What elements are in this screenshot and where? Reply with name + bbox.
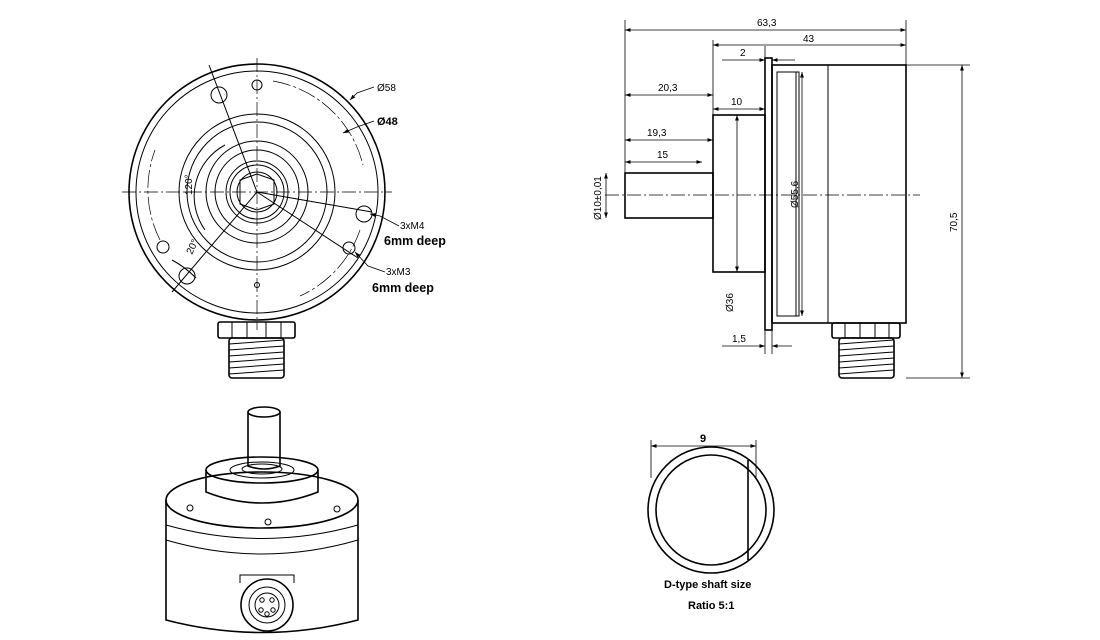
connector-front [217, 321, 296, 379]
dim-body-length-label: 43 [803, 34, 815, 45]
dim-shaft-dia-label: Ø10±0,01 [593, 176, 604, 220]
dim-boss-length-label: 10 [731, 97, 743, 108]
mounting-hole [178, 267, 196, 285]
shaft-section-inner [655, 454, 767, 566]
leader-dia-outer [349, 86, 375, 101]
encoder-3d-illustration [165, 406, 359, 634]
angle-120-label: 120° [184, 174, 195, 195]
dim-shaft-to-body-label: 20,3 [658, 83, 678, 94]
mounting-hole [355, 205, 373, 223]
dim-body-dia-label: Ø55,6 [790, 180, 801, 208]
front-view: 120° 20° Ø58 Ø48 3xM4 6mm deep 3xM3 6mm … [122, 58, 446, 379]
leader-m4 [369, 213, 400, 227]
dim-overall-length-label: 63,3 [757, 18, 777, 29]
dia-outer-label: Ø58 [377, 83, 396, 94]
dim-offset-label: 1,5 [732, 334, 746, 345]
angle-ref-line [208, 64, 258, 193]
pitch-circle-arc [147, 149, 161, 241]
side-view: 63,3 43 2 20,3 10 19,3 15 Ø10±0,01 Ø55,6… [593, 18, 970, 379]
d-shaft-section: 9 D-type shaft size Ratio 5:1 [647, 433, 775, 612]
dim-boss-dia-label: Ø36 [725, 293, 736, 312]
angle-arc-20 [171, 259, 197, 279]
mounting-hole-small [156, 240, 170, 254]
flange-plate [764, 57, 773, 331]
dim-flange-label: 2 [740, 48, 746, 59]
pitch-circle-arc [272, 80, 364, 166]
shaft-flat-width-label: 9 [700, 433, 706, 445]
angle-arc-120 [193, 144, 226, 231]
angle-ref-line [171, 191, 258, 293]
leader-dia-pitch [342, 120, 375, 134]
holes-m3-depth: 6mm deep [372, 281, 434, 295]
holes-m3-label: 3xM3 [386, 267, 411, 278]
dia-pitch-label: Ø48 [377, 116, 398, 128]
body-inner-ring-edge [795, 71, 800, 317]
angle-ref-line [256, 191, 373, 213]
shaft [624, 172, 714, 219]
boss [712, 114, 766, 273]
holes-m4-depth: 6mm deep [384, 234, 446, 248]
dim-shaft-length-label: 19,3 [647, 128, 667, 139]
dim-overall-height-label: 70,5 [949, 212, 960, 232]
shaft-caption: D-type shaft size [664, 579, 751, 591]
connector-side [831, 322, 901, 379]
shaft-section-outer [647, 446, 775, 574]
mounting-hole [210, 86, 228, 104]
angle-20-label: 20° [185, 238, 201, 256]
shaft-ratio: Ratio 5:1 [688, 600, 734, 612]
dim-flat-length-label: 15 [657, 150, 669, 161]
angle-ref-line [256, 191, 359, 259]
pitch-circle-arc [299, 229, 361, 297]
holes-m4-label: 3xM4 [400, 221, 425, 232]
leader-m3 [354, 251, 386, 273]
